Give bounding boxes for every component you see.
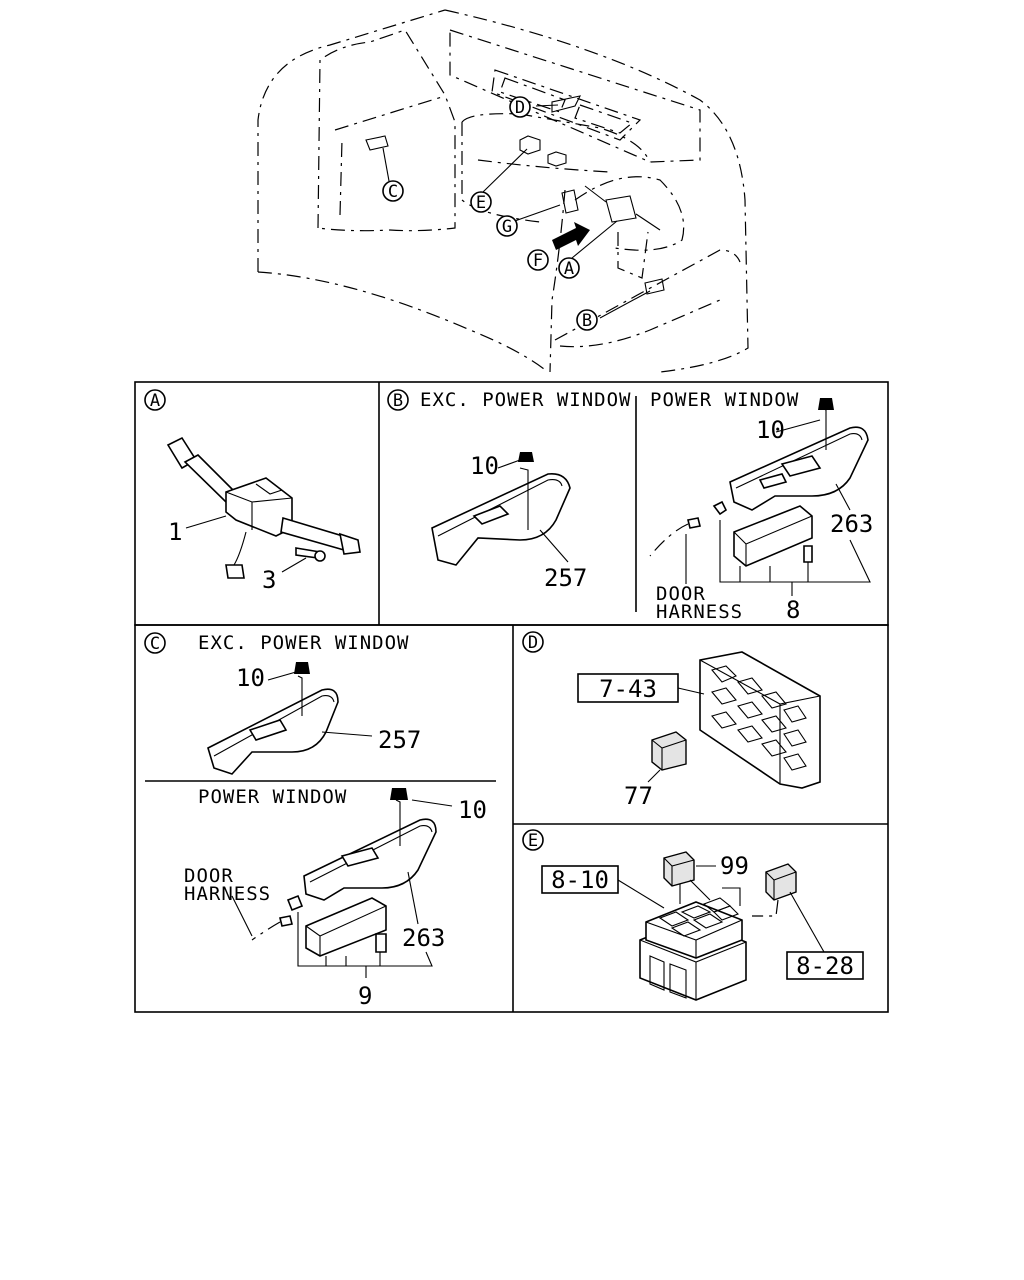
part-label-263-b: 263 <box>830 510 873 538</box>
panel-a-letter: A <box>150 391 160 411</box>
part-label-8: 8 <box>786 596 800 624</box>
panel-d-letter: D <box>528 633 538 653</box>
door-harness-c-2: HARNESS <box>184 883 271 905</box>
part-label-99: 99 <box>720 852 749 880</box>
door-harness-c-1: DOOR <box>184 865 234 887</box>
panel-e-letter: E <box>528 831 538 851</box>
panel-b-exc-title: EXC. POWER WINDOW <box>420 389 631 411</box>
panel-c-pw-title: POWER WINDOW <box>198 786 347 808</box>
door-trim-power-window-icon <box>649 398 869 567</box>
part-label-77: 77 <box>624 782 653 810</box>
part-label-10-c1: 10 <box>236 664 265 692</box>
vehicle-overview <box>257 9 749 373</box>
panel-d: D 7-43 77 <box>522 631 821 810</box>
panel-b-pw-title: POWER WINDOW <box>650 389 799 411</box>
part-label-1: 1 <box>168 518 182 546</box>
panel-b: B EXC. POWER WINDOW POWER WINDOW 10 257 <box>387 389 873 624</box>
panel-b-letter: B <box>393 391 403 411</box>
door-harness-b-1: DOOR <box>656 583 706 605</box>
callout-a: A <box>564 259 574 279</box>
callout-b: B <box>582 311 592 331</box>
combination-switch-icon <box>166 436 361 579</box>
overview-callouts: C D E G F A B <box>382 96 598 331</box>
door-trim-power-window-c-icon <box>251 788 437 957</box>
panel-c-exc-title: EXC. POWER WINDOW <box>198 632 409 654</box>
part-label-10-c2: 10 <box>458 796 487 824</box>
door-trim-panel-257-c-icon <box>207 662 339 775</box>
door-trim-panel-257-icon <box>431 452 571 566</box>
ref-label-8-28: 8-28 <box>796 952 854 980</box>
part-label-263-c: 263 <box>402 924 445 952</box>
part-label-10-b1: 10 <box>470 452 499 480</box>
panel-c-letter: C <box>150 634 160 654</box>
callout-f: F <box>533 251 543 271</box>
panel-frames <box>134 381 889 1013</box>
callout-c: C <box>388 182 398 202</box>
callout-e: E <box>476 193 486 213</box>
callout-g: G <box>502 217 512 237</box>
part-label-3: 3 <box>262 566 276 594</box>
panel-c: C EXC. POWER WINDOW 10 257 POWER WINDOW <box>144 632 487 1010</box>
panel-a: A 1 3 <box>144 389 361 594</box>
part-label-10-b2: 10 <box>756 416 785 444</box>
part-label-257-c: 257 <box>378 726 421 754</box>
part-label-257-b: 257 <box>544 564 587 592</box>
ref-label-7-43: 7-43 <box>599 675 657 703</box>
relay-block-icon <box>639 851 797 1001</box>
part-label-9: 9 <box>358 982 372 1010</box>
callout-d: D <box>515 98 525 118</box>
door-harness-b-2: HARNESS <box>656 601 743 623</box>
panel-e: E 8-10 99 8-28 <box>522 829 864 1001</box>
ref-label-8-10: 8-10 <box>551 866 609 894</box>
fuse-box-icon <box>651 651 821 789</box>
